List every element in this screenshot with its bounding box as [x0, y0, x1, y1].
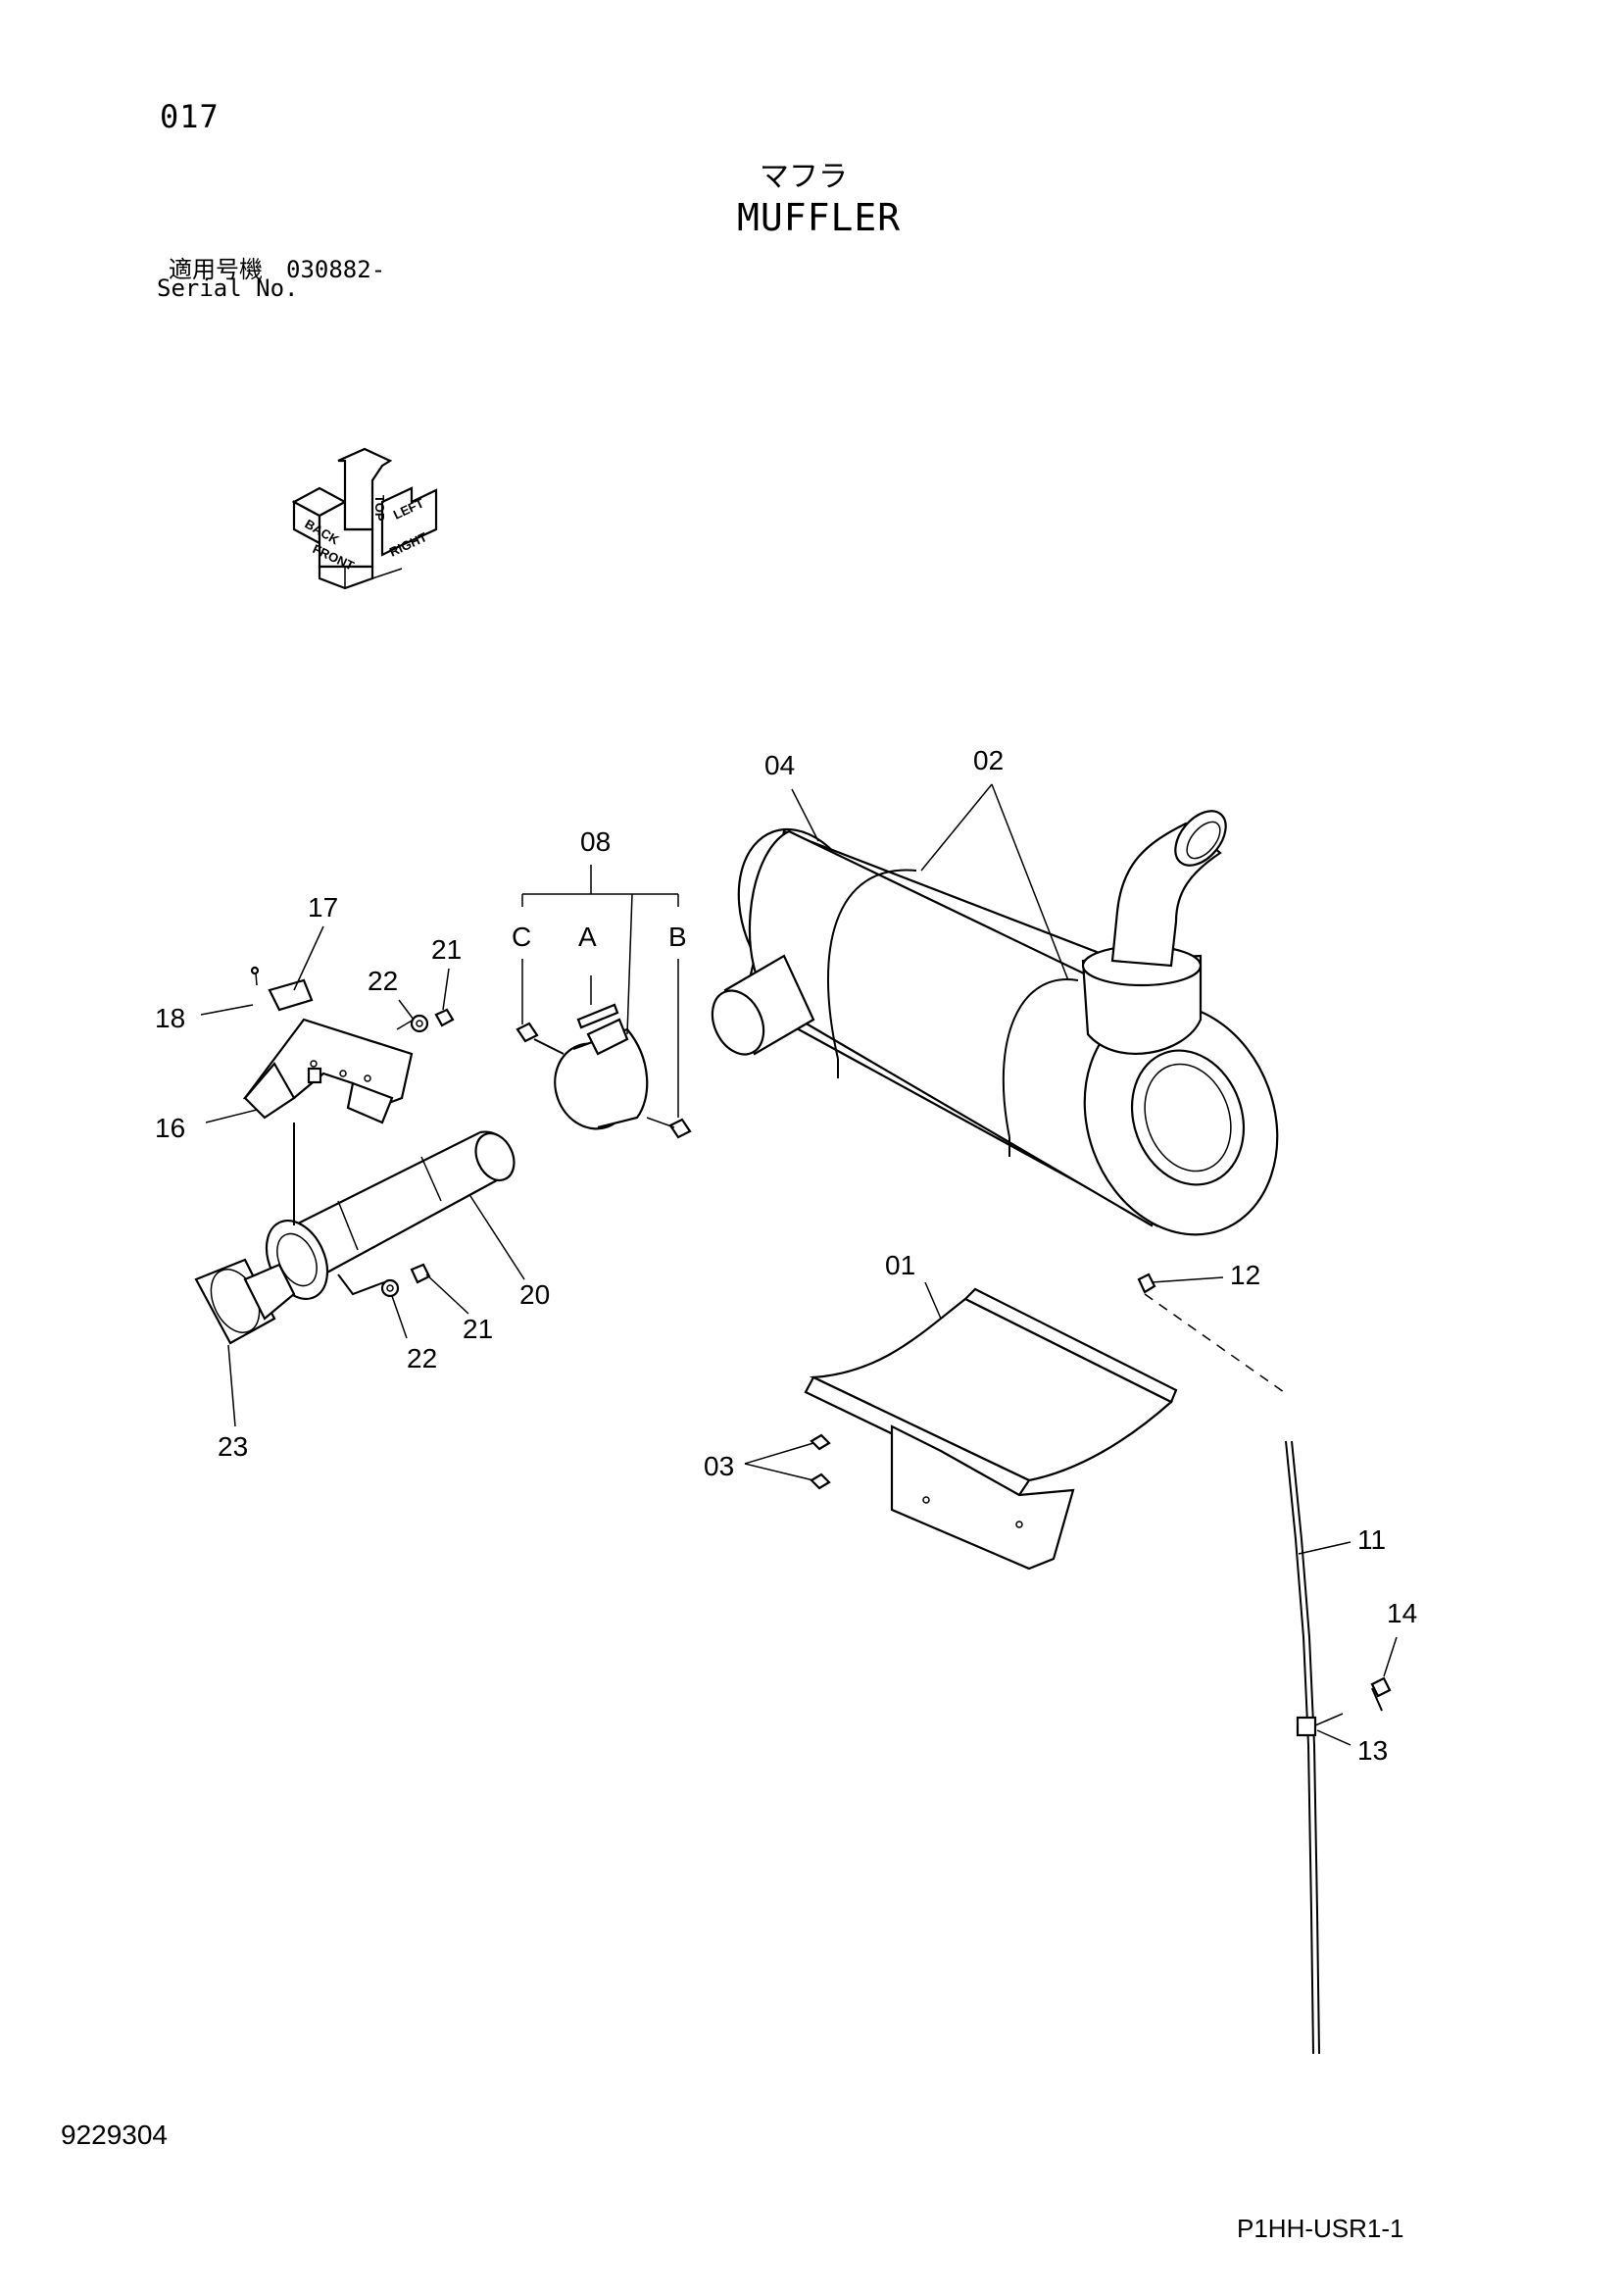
- nuts-03: [810, 1433, 831, 1490]
- callout-22-bottom: 22: [407, 1343, 437, 1373]
- callout-17: 17: [308, 892, 338, 923]
- callout-03: 03: [704, 1451, 734, 1481]
- muffler-body: [711, 810, 1279, 1236]
- muffler-bracket: [804, 1287, 1178, 1571]
- callout-16: 16: [155, 1113, 185, 1143]
- callout-01: 01: [885, 1250, 915, 1280]
- stay-rod: [1137, 1273, 1392, 2055]
- callout-22-top: 22: [368, 966, 398, 996]
- title-english: MUFFLER: [737, 196, 902, 239]
- title-japanese: マフラ: [760, 161, 848, 193]
- pipe-bracket: [242, 966, 455, 1298]
- callout-02: 02: [973, 745, 1004, 775]
- callout-23: 23: [218, 1431, 248, 1462]
- callout-12: 12: [1230, 1260, 1260, 1290]
- callout-A: A: [578, 922, 597, 952]
- callout-21-top: 21: [431, 934, 462, 965]
- callout-11: 11: [1357, 1524, 1386, 1555]
- callout-21-bottom: 21: [463, 1314, 493, 1344]
- callout-04: 04: [764, 750, 795, 780]
- serial-applicability-japanese: 適用号機 030882-: [169, 256, 386, 283]
- serial-number-label: Serial No.: [157, 275, 299, 302]
- document-number: 9229304: [61, 2120, 169, 2150]
- callout-13: 13: [1357, 1735, 1388, 1766]
- leader-lines: [200, 783, 1398, 1746]
- orientation-indicator: BACK TOP LEFT FRONT RIGHT: [291, 447, 438, 590]
- callout-14: 14: [1387, 1598, 1417, 1628]
- callout-B: B: [668, 922, 687, 952]
- callout-20: 20: [519, 1279, 550, 1310]
- page-number: 017: [160, 98, 220, 135]
- clamp-assembly: [516, 1003, 692, 1139]
- orientation-top-label: TOP: [372, 495, 387, 522]
- callout-C: C: [512, 922, 531, 952]
- callout-18: 18: [155, 1003, 185, 1033]
- figure-code: P1HH-USR1-1: [1237, 2214, 1404, 2243]
- callout-08: 08: [580, 826, 611, 857]
- callout-labels: 04 02 08 C A B 17 18 22 21 16 20 21 22 2…: [155, 745, 1417, 1766]
- exhaust-pipe: [194, 1123, 516, 1345]
